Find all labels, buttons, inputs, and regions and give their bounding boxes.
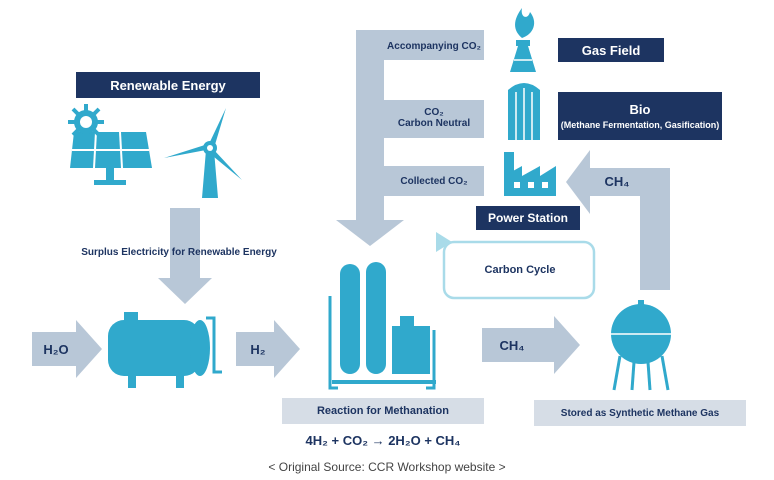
carbon-cycle-label: Carbon Cycle bbox=[484, 264, 556, 276]
gas-field-box: Gas Field bbox=[558, 38, 664, 62]
h2-arrow bbox=[236, 320, 300, 378]
co2-e-arrow bbox=[336, 30, 484, 246]
stored-gas-box: Stored as Synthetic Methane Gas bbox=[534, 400, 746, 426]
surplus-arrow bbox=[158, 208, 212, 304]
accompanying-co2-label: Accompanying CO₂ bbox=[387, 40, 481, 52]
ch4-label-mid: CH₄ bbox=[499, 337, 525, 353]
power-station-box: Power Station bbox=[476, 206, 580, 230]
surplus-electricity-label: Surplus Electricity for Renewable Energy bbox=[81, 246, 277, 258]
bio-silo-icon bbox=[508, 83, 540, 140]
co2-label: CO₂ bbox=[424, 107, 444, 118]
factory-icon bbox=[504, 152, 556, 196]
carbon-cycle-box bbox=[442, 240, 596, 300]
reaction-box: Reaction for Methanation bbox=[282, 398, 484, 424]
bio-subtitle: (Methane Fermentation, Gasification) bbox=[560, 120, 720, 130]
bio-title: Bio bbox=[629, 102, 651, 117]
gas-field-flare-icon bbox=[510, 8, 536, 72]
carbon-cycle-arrowhead bbox=[436, 232, 452, 252]
gear-icon bbox=[68, 104, 104, 140]
source-caption: < Original Source: CCR Workshop website … bbox=[268, 460, 506, 474]
renewable-energy-box: Renewable Energy bbox=[76, 72, 260, 98]
ch4-return-arrow bbox=[566, 150, 670, 290]
h2o-arrow bbox=[32, 320, 102, 378]
h2-label: H₂ bbox=[250, 341, 266, 357]
carbon-neutral-label: Carbon Neutral bbox=[397, 118, 471, 129]
electrolyzer-tank-icon bbox=[108, 312, 222, 388]
collected-co2-label: Collected CO₂ bbox=[400, 175, 468, 187]
bio-box: Bio (Methane Fermentation, Gasification) bbox=[558, 92, 722, 140]
ch4-label-top: CH₄ bbox=[604, 173, 630, 189]
spherical-gas-tank-icon bbox=[611, 300, 671, 391]
h2o-label: H₂O bbox=[43, 341, 69, 357]
co2-carbon-neutral-label: CO₂ Carbon Neutral bbox=[386, 102, 482, 134]
methanation-reactor-icon bbox=[328, 262, 436, 390]
solar-panel-icon bbox=[70, 131, 152, 185]
methanation-formula: 4H₂ + CO₂ → 2H₂O + CH₄ bbox=[305, 432, 461, 448]
ch4-arrow bbox=[482, 316, 580, 374]
wind-turbine-icon bbox=[164, 108, 242, 198]
